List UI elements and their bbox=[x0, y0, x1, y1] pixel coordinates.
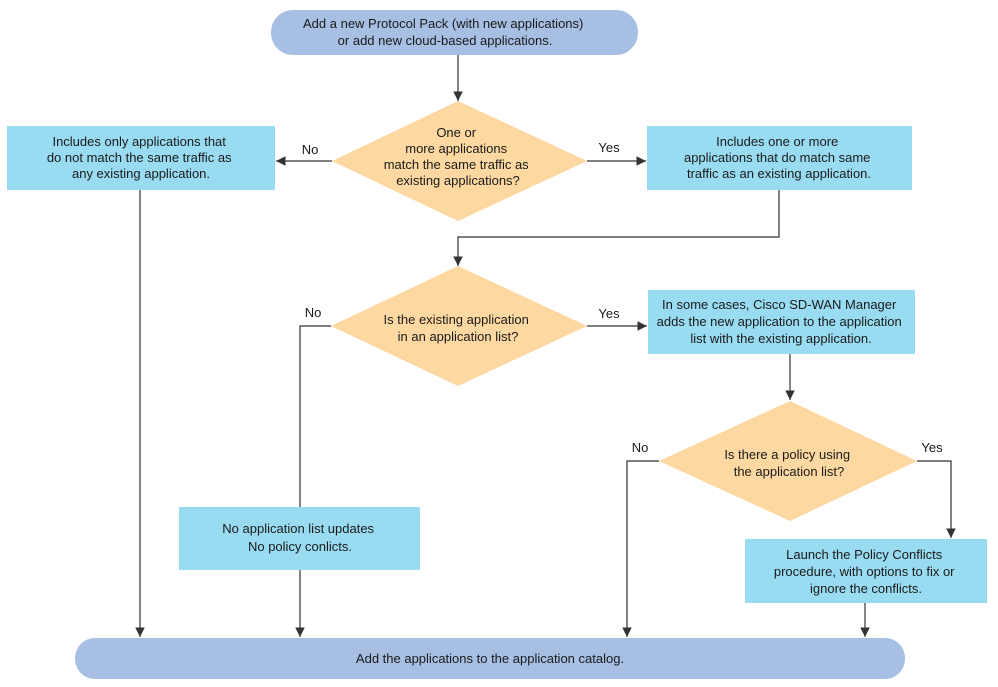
edges bbox=[135, 55, 956, 637]
decision1-shape bbox=[332, 101, 587, 221]
edge-labels: No Yes No Yes No Yes bbox=[302, 140, 943, 455]
no-match-shape bbox=[7, 126, 275, 190]
edge-label-d3-no: No bbox=[632, 440, 649, 455]
edge-label-d2-yes: Yes bbox=[598, 306, 620, 321]
decision1-label: One or more applications match the same … bbox=[384, 125, 533, 188]
end-label: Add the applications to the application … bbox=[356, 651, 624, 666]
manager-shape bbox=[648, 290, 915, 354]
decision2-node: Is the existing application in an applic… bbox=[331, 266, 587, 386]
edge-decision3-no bbox=[622, 460, 659, 637]
no-updates-label: No application list updates No policy co… bbox=[222, 521, 377, 554]
decision2-label: Is the existing application in an applic… bbox=[384, 312, 533, 344]
match-node: Includes one or more applications that d… bbox=[647, 126, 912, 190]
edge-label-d2-no: No bbox=[305, 305, 322, 320]
conflicts-label: Launch the Policy Conflicts procedure, w… bbox=[774, 547, 958, 596]
decision3-shape bbox=[659, 401, 917, 521]
decision3-label: Is there a policy using the application … bbox=[724, 447, 853, 479]
decision2-shape bbox=[331, 266, 587, 386]
start-shape bbox=[271, 10, 638, 55]
no-match-node: Includes only applications that do not m… bbox=[7, 126, 275, 190]
decision1-node: One or more applications match the same … bbox=[332, 101, 587, 221]
manager-label: In some cases, Cisco SD-WAN Manager adds… bbox=[657, 297, 906, 346]
match-shape bbox=[647, 126, 912, 190]
edge-decision3-yes bbox=[917, 460, 956, 538]
edge-label-d1-yes: Yes bbox=[598, 140, 620, 155]
start-node: Add a new Protocol Pack (with new applic… bbox=[271, 10, 638, 55]
decision3-node: Is there a policy using the application … bbox=[659, 401, 917, 521]
edge-decision2-no bbox=[299, 325, 331, 507]
edge-label-d1-no: No bbox=[302, 142, 319, 157]
no-match-label: Includes only applications that do not m… bbox=[47, 134, 235, 181]
manager-node: In some cases, Cisco SD-WAN Manager adds… bbox=[648, 290, 915, 354]
edge-match-to-decision2 bbox=[453, 190, 780, 266]
conflicts-shape bbox=[745, 539, 987, 603]
no-updates-shape bbox=[179, 507, 420, 570]
end-shape bbox=[75, 638, 905, 679]
conflicts-node: Launch the Policy Conflicts procedure, w… bbox=[745, 539, 987, 603]
end-node: Add the applications to the application … bbox=[75, 638, 905, 679]
no-updates-node: No application list updates No policy co… bbox=[179, 507, 420, 570]
edge-label-d3-yes: Yes bbox=[921, 440, 943, 455]
start-label: Add a new Protocol Pack (with new applic… bbox=[303, 16, 587, 48]
match-label: Includes one or more applications that d… bbox=[684, 134, 874, 181]
